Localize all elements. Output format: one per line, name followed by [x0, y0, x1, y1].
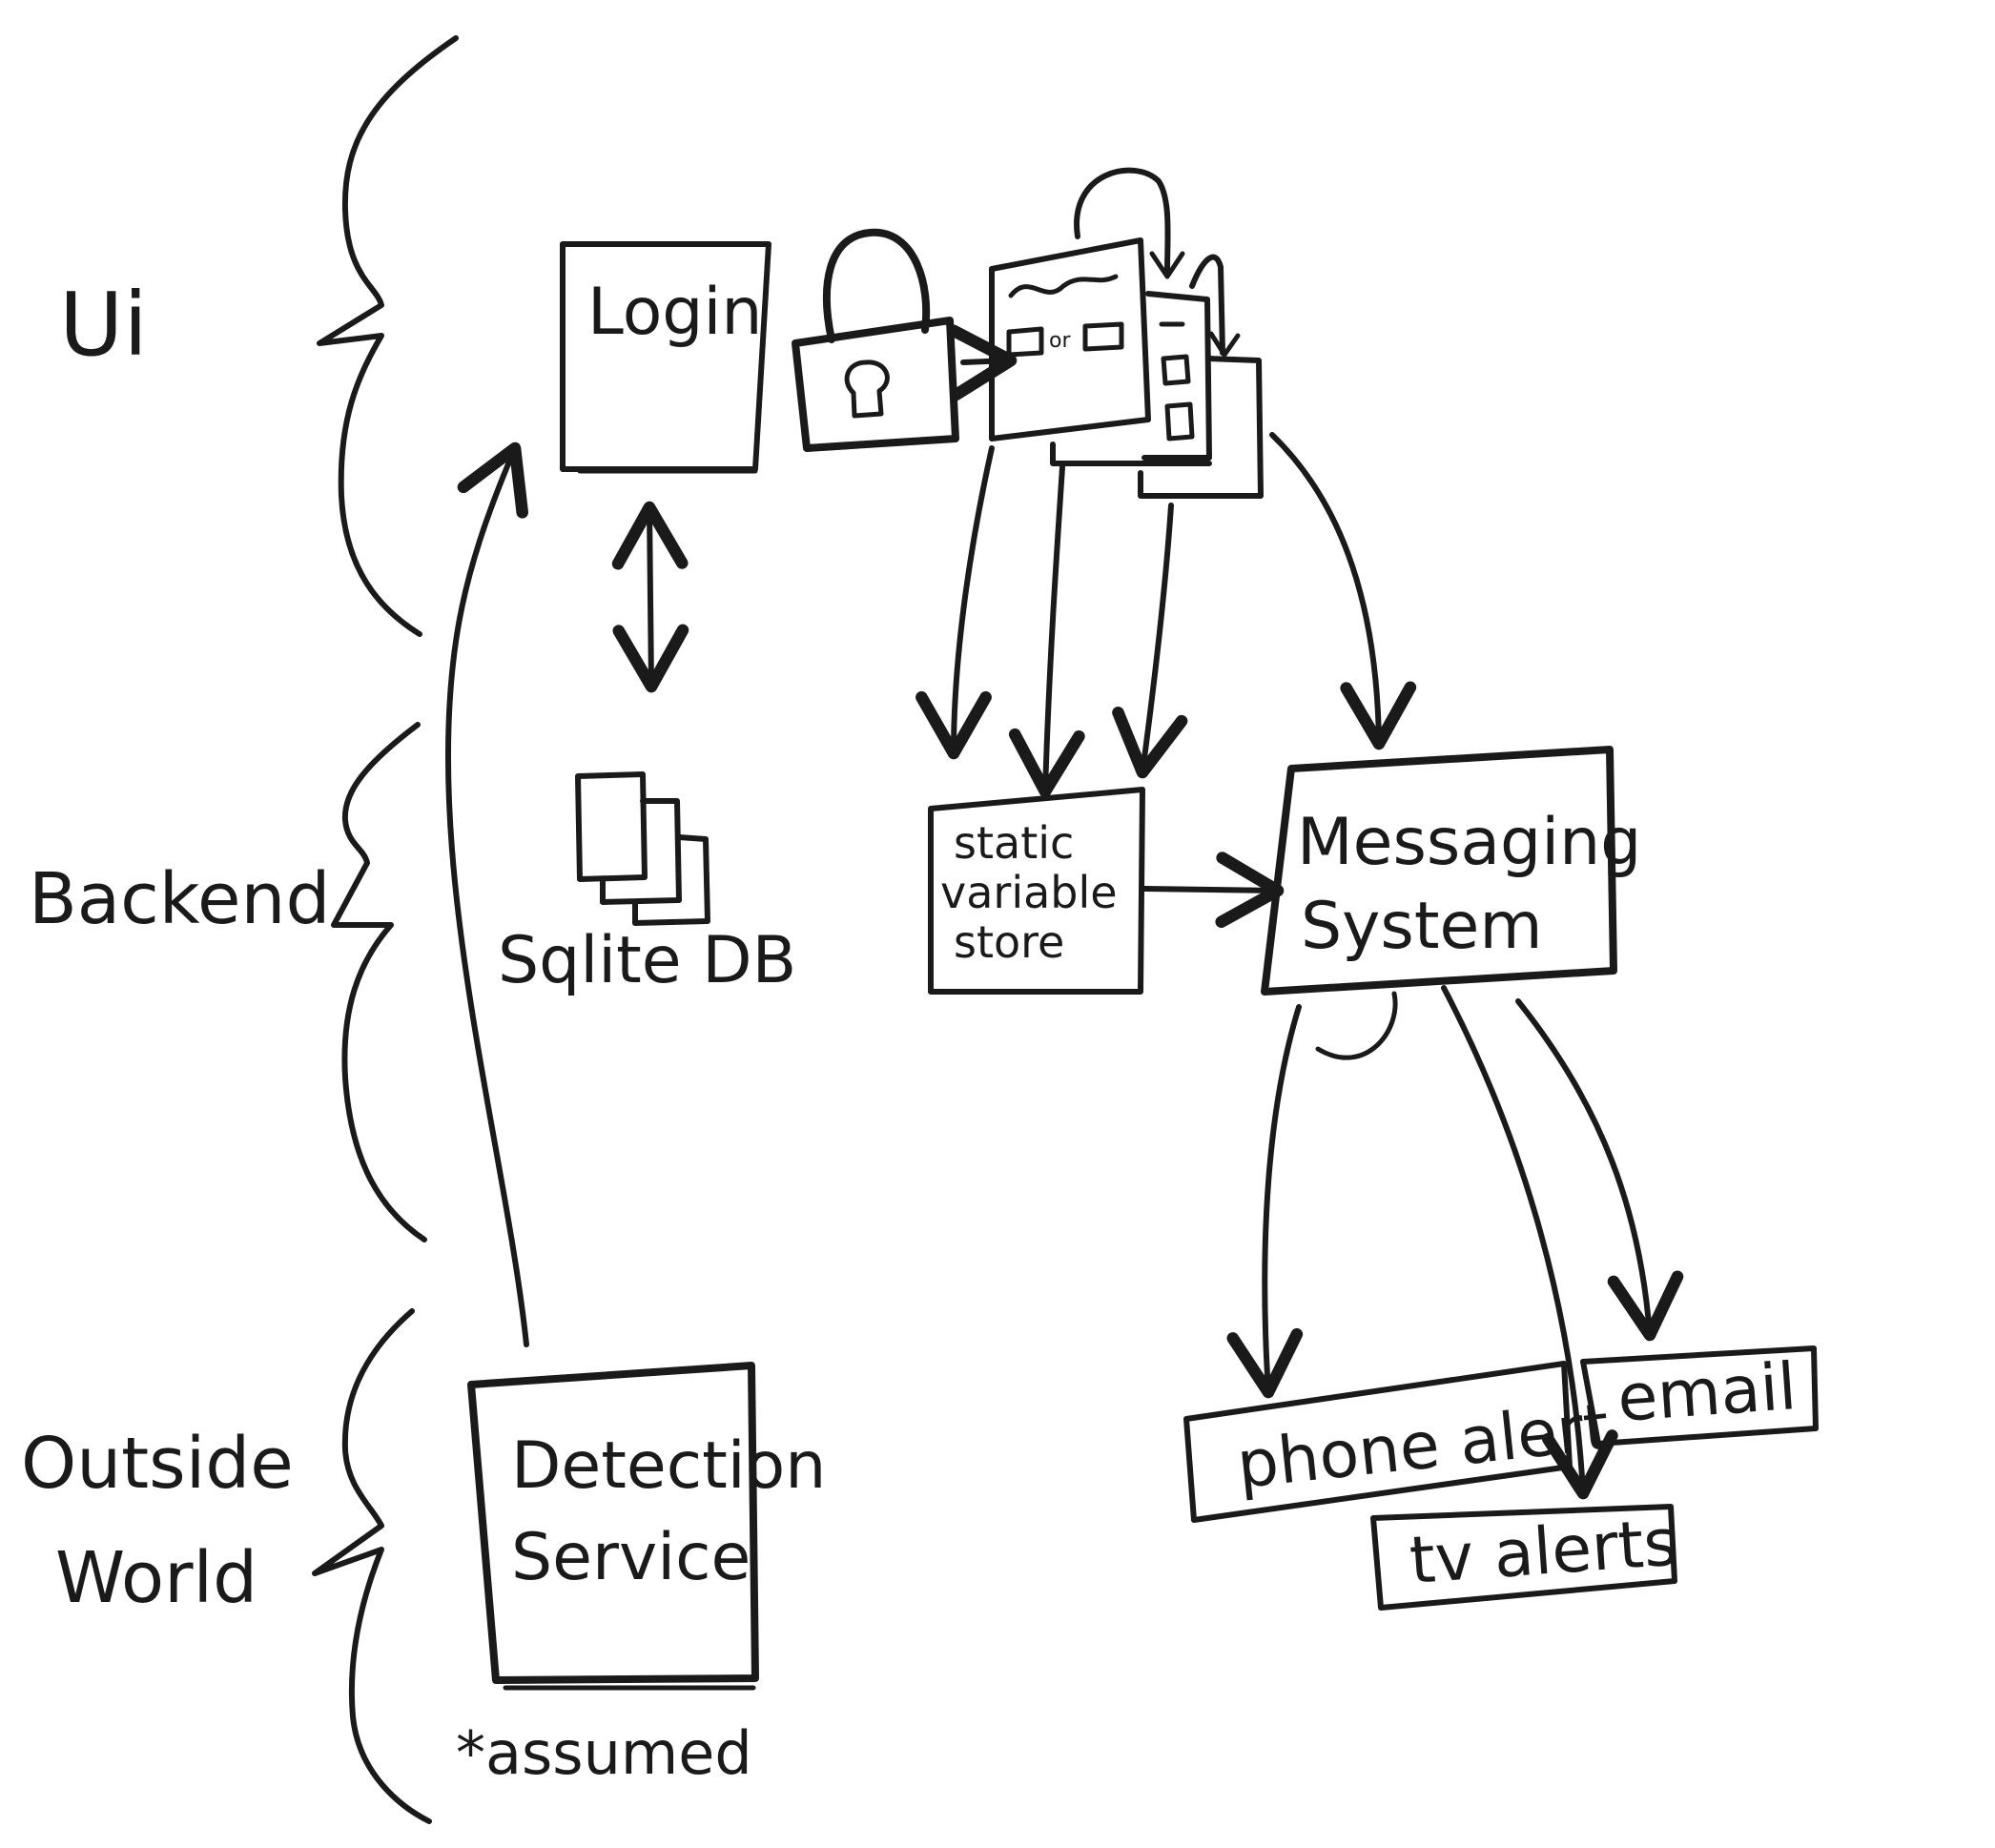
tier-label-backend: Backend [29, 858, 330, 940]
static-label-line3: store [954, 916, 1064, 968]
detection-label-line1: Detection [511, 1428, 826, 1504]
dashboard-or-label: or [1049, 329, 1071, 353]
messaging-to-email-arrow [1515, 998, 1684, 1342]
static-label-line1: static [954, 817, 1074, 869]
detection-service-box: Detection Service [467, 1362, 826, 1691]
tier-label-outside: Outside [21, 1423, 294, 1505]
dashboard-to-messaging-arrow [1269, 432, 1417, 750]
lock-icon [792, 228, 959, 452]
sqlite-db-label: Sqlite DB [498, 923, 796, 998]
database-icon [575, 771, 710, 926]
messaging-label-line2: System [1301, 889, 1543, 964]
lock-to-dashboard-arrow [947, 324, 1018, 401]
dashboard-to-store-arrow-3 [1112, 503, 1188, 779]
static-label-line2: variable [940, 867, 1118, 918]
email-label: email [1615, 1349, 1800, 1437]
messaging-label-line1: Messaging [1297, 805, 1641, 880]
backend-tier-brace [331, 722, 427, 1242]
tier-label-ui: Ui [59, 274, 148, 376]
static-variable-store-box: static variable store [928, 787, 1145, 995]
messaging-to-phone-arrow [1226, 1004, 1304, 1399]
login-sqlite-arrow [611, 501, 689, 693]
store-to-messaging-arrow [1141, 852, 1285, 929]
dashboard-screens-icon: or [989, 167, 1264, 499]
tv-alerts-box: tv alerts [1370, 1504, 1680, 1611]
dashboard-to-store-arrow-1 [915, 445, 995, 760]
messaging-to-tv-arrow [1441, 985, 1618, 1500]
dashboard-to-store-arrow-2 [1008, 464, 1085, 798]
ui-tier-brace [317, 35, 459, 637]
detection-label-line2: Service [511, 1520, 751, 1595]
assumed-note: *assumed [456, 1718, 752, 1788]
messaging-system-box: Messaging System [1261, 746, 1641, 1060]
login-box: Login [560, 241, 771, 474]
phone-alert-box: phone alert [1183, 1361, 1613, 1523]
tier-label-world: World [55, 1537, 257, 1619]
detection-to-login-arrow [444, 441, 529, 1347]
outside-world-tier-brace [312, 1308, 432, 1824]
login-label: Login [587, 275, 762, 350]
tv-alerts-label: tv alerts [1408, 1506, 1680, 1599]
email-box: email [1580, 1345, 1819, 1447]
